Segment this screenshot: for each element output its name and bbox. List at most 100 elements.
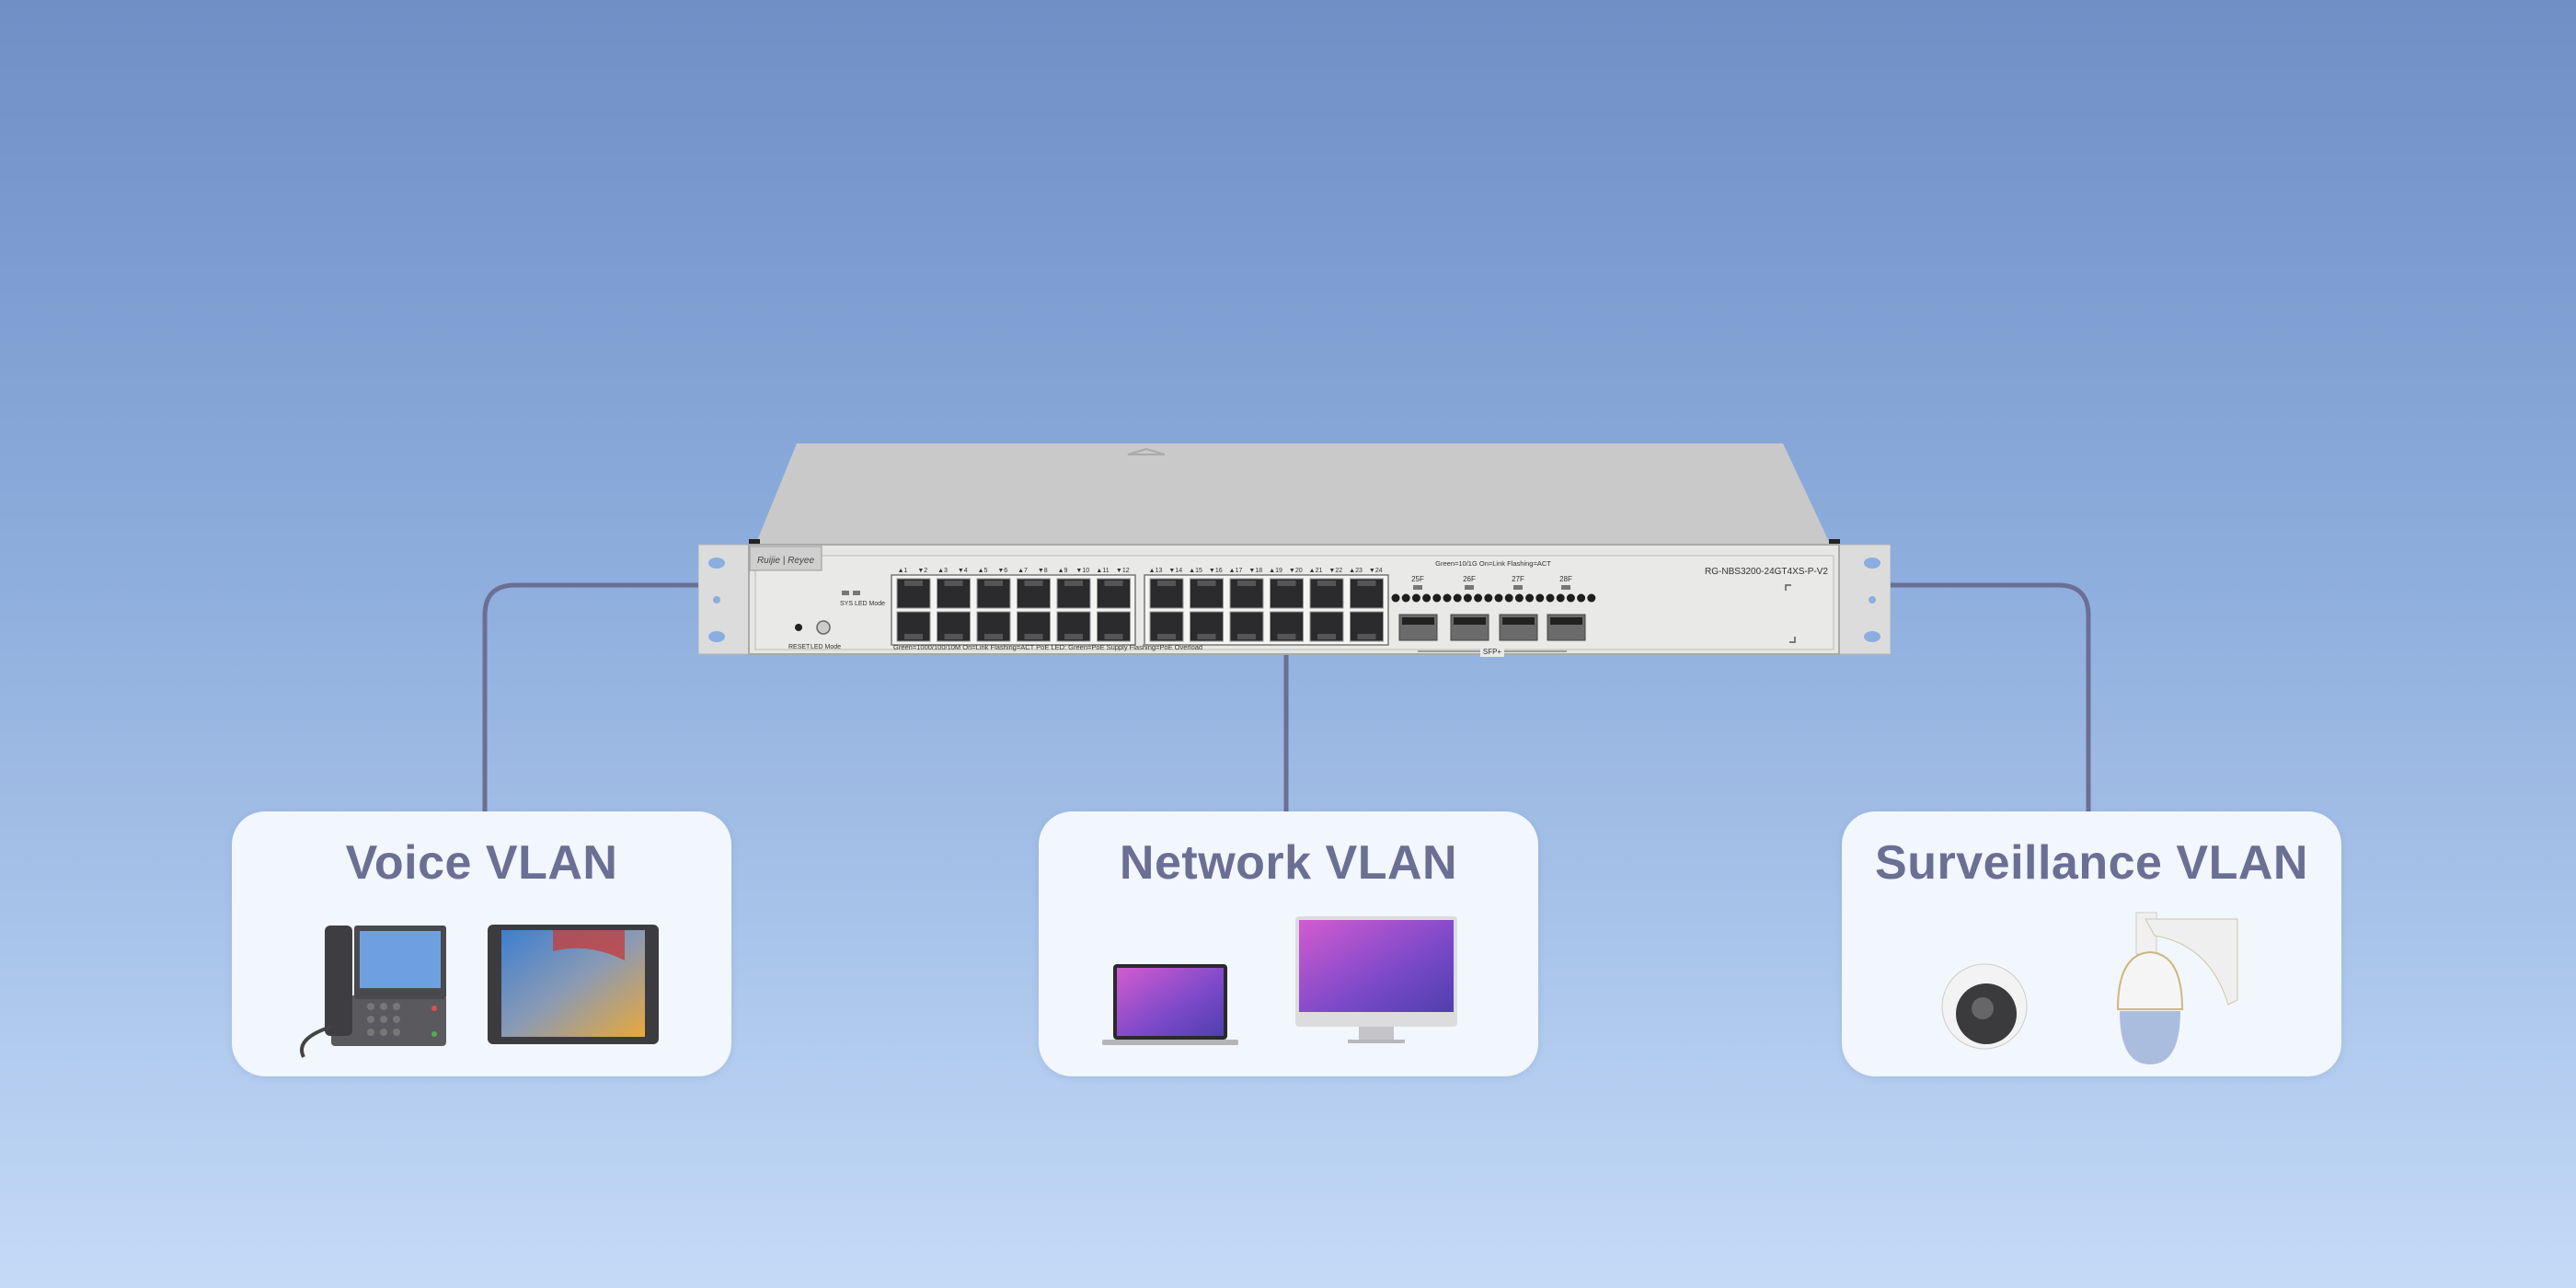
- port-latch: [1277, 634, 1296, 639]
- rj45-port-4[interactable]: [937, 611, 971, 642]
- vent-hole: [1556, 593, 1565, 603]
- port-label-5: ▲5: [978, 568, 988, 574]
- link-surveillance-vlan: [1891, 582, 2091, 811]
- rj45-port-17[interactable]: [1229, 578, 1264, 609]
- port-label-7: ▲7: [1018, 568, 1028, 574]
- network-vlan-card: Network VLAN: [1039, 811, 1538, 1076]
- voice-vlan-card: Voice VLAN: [232, 811, 731, 1076]
- surveillance-vlan-card: Surveillance VLAN: [1842, 811, 2341, 1076]
- port-latch: [904, 581, 923, 586]
- port-latch: [1104, 581, 1123, 586]
- vent-hole: [1504, 593, 1513, 603]
- port-label-12: ▼12: [1116, 568, 1130, 574]
- svg-text:Ruijie | Reyee: Ruijie | Reyee: [757, 556, 815, 566]
- port-label-3: ▲3: [937, 568, 948, 574]
- port-label-14: ▼14: [1168, 568, 1182, 574]
- port-latch: [1317, 581, 1336, 586]
- sys-led-indicators: SYS LED Mode: [840, 591, 885, 607]
- vent-hole: [1463, 593, 1472, 603]
- port-label-21: ▲21: [1309, 568, 1323, 574]
- vent-hole: [1577, 593, 1586, 603]
- reset-label: RESET: [788, 644, 811, 650]
- rack-ear-left: [698, 544, 753, 655]
- port-label-2: ▼2: [917, 568, 927, 574]
- port-latch: [1237, 581, 1256, 586]
- port-group-frame: [1144, 574, 1389, 646]
- card-title: Network VLAN: [1119, 836, 1458, 890]
- tablet-icon: [488, 925, 659, 1044]
- rj45-port-groups: ▲1▼2▲3▼4▲5▼6▲7▼8▲9▼10▲11▼12▲13▼14▲15▼16▲…: [891, 568, 1389, 646]
- port-label-22: ▼22: [1328, 568, 1342, 574]
- rack-ear-right: [1836, 544, 1891, 655]
- port-latch: [1197, 581, 1216, 586]
- rj45-port-8[interactable]: [1017, 611, 1051, 642]
- vent-hole: [1546, 593, 1555, 603]
- port-latch: [984, 634, 1003, 639]
- vent-hole: [1566, 593, 1575, 603]
- led-mode-button[interactable]: [816, 620, 831, 635]
- port-latch: [984, 581, 1003, 586]
- port-latch: [1237, 634, 1256, 639]
- port-label-16: ▼16: [1209, 568, 1223, 574]
- ptz-camera-icon: [2116, 912, 2238, 1064]
- sfp-port-label: 25F: [1411, 575, 1424, 583]
- port-latch: [1357, 581, 1376, 586]
- card-title: Surveillance VLAN: [1875, 836, 2308, 890]
- vent-hole: [1453, 593, 1462, 603]
- sys-led-label: SYS LED Mode: [840, 601, 885, 607]
- port-label-13: ▲13: [1149, 568, 1163, 574]
- port-label-6: ▼6: [997, 568, 1007, 574]
- port-label-17: ▲17: [1229, 568, 1243, 574]
- rj45-port-21[interactable]: [1309, 578, 1344, 609]
- sfp-led: [1513, 585, 1523, 590]
- switch-top-cover: [754, 443, 1832, 547]
- vent-hole: [1391, 593, 1400, 603]
- port-latch: [904, 634, 923, 639]
- port-label-11: ▲11: [1096, 568, 1109, 574]
- port-group-frame: [891, 574, 1136, 646]
- port-latch: [1064, 634, 1083, 639]
- desktop-monitor-icon: [1295, 916, 1457, 1043]
- port-latch: [1277, 581, 1296, 586]
- reset-button[interactable]: [795, 624, 802, 631]
- port-label-10: ▼10: [1075, 568, 1089, 574]
- port-label-15: ▲15: [1189, 568, 1202, 574]
- ip-phone-icon: [300, 926, 446, 1058]
- laptop-icon: [1102, 964, 1238, 1045]
- vent-hole: [1535, 593, 1545, 603]
- dome-camera-icon: [1941, 963, 2028, 1050]
- sfp-led-legend: Green=10/1G On=Link Flashing=ACT: [1435, 559, 1551, 568]
- vent-hole: [1474, 593, 1483, 603]
- port-latch: [1197, 634, 1216, 639]
- vent-holes: [1391, 593, 1596, 603]
- port-label-4: ▼4: [958, 568, 968, 574]
- port-latch: [1157, 581, 1176, 586]
- port-label-8: ▼8: [1038, 568, 1048, 574]
- vent-hole: [1514, 593, 1524, 603]
- port-latch: [1317, 634, 1336, 639]
- sfp-led: [1413, 585, 1422, 590]
- port-latch: [1104, 634, 1123, 639]
- vent-hole: [1422, 593, 1432, 603]
- port-latch: [944, 634, 963, 639]
- sfp-plus-label: SFP+: [1483, 648, 1502, 656]
- port-latch: [1357, 634, 1376, 639]
- network-switch: Ruijie | Reyee SYS LED Mode RESET LED Mo…: [698, 443, 1891, 657]
- port-label-23: ▲23: [1349, 568, 1363, 574]
- sfp-port-label: 28F: [1559, 575, 1572, 583]
- led-mode-label: LED Mode: [811, 644, 841, 650]
- brand-logo: Ruijie | Reyee: [749, 546, 822, 571]
- port-label-20: ▼20: [1289, 568, 1303, 574]
- port-label-19: ▲19: [1269, 568, 1282, 574]
- port-latch: [1157, 634, 1176, 639]
- model-number: RG-NBS3200-24GT4XS-P-V2: [1705, 567, 1828, 577]
- copper-led-legend: Green=1000/100/10M On=Link Flashing=ACT …: [893, 643, 1202, 651]
- vent-hole: [1432, 593, 1442, 603]
- port-label-18: ▼18: [1248, 568, 1262, 574]
- vent-hole: [1525, 593, 1535, 603]
- port-label-9: ▲9: [1058, 568, 1068, 574]
- sfp-port-label: 26F: [1463, 575, 1476, 583]
- vent-hole: [1401, 593, 1410, 603]
